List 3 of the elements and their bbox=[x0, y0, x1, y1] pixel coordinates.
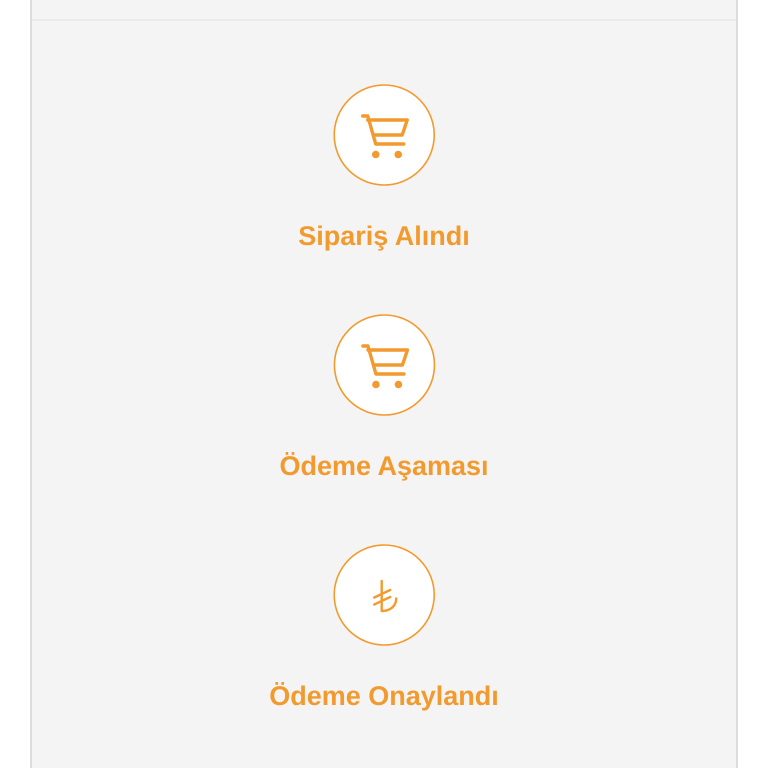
step-label: Ödeme Aşaması bbox=[279, 450, 489, 482]
step-label: Sipariş Alındı bbox=[298, 220, 470, 252]
step-label: Ödeme Onaylandı bbox=[269, 680, 499, 712]
